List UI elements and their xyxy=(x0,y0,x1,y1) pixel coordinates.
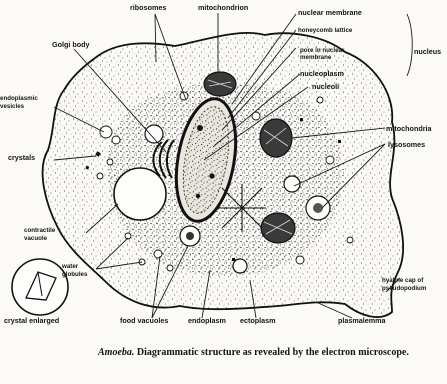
label-crystals: crystals xyxy=(8,153,35,162)
crystal-enlarged-inset xyxy=(12,259,68,315)
label-nucleoli: nucleoli xyxy=(312,82,339,91)
label-nucleoplasm: nucleoplasm xyxy=(300,69,344,78)
mitochondrion-right xyxy=(260,119,292,157)
caption-text: Diagrammatic structure as revealed by th… xyxy=(134,347,408,358)
label-endoplasm: endoplasm xyxy=(188,316,226,325)
mitochondrion-top xyxy=(204,72,236,96)
label-lysosomes: lysosomes xyxy=(388,140,425,149)
label-nuclear-membrane: nuclear membrane xyxy=(298,8,362,17)
mitochondrion-lower xyxy=(261,213,295,243)
label-ectoplasm: ectoplasm xyxy=(240,316,276,325)
label-golgi-body: Golgi body xyxy=(52,40,90,49)
figure-caption: Amoeba. Diagrammatic structure as reveal… xyxy=(98,346,438,359)
label-mitochondrion: mitochondrion xyxy=(198,3,248,12)
label-honeycomb-lattice: honeycomb lattice xyxy=(298,27,353,34)
label-plasmalemma: plasmalemma xyxy=(338,316,387,325)
label-mitochondria: mitochondria xyxy=(386,124,433,133)
label-nucleus: nucleus xyxy=(414,47,441,56)
radiating-body xyxy=(218,184,266,232)
label-crystal-enlarged: crystal enlarged xyxy=(4,316,59,325)
label-ribosomes: ribosomes xyxy=(130,3,166,12)
caption-species: Amoeba. xyxy=(98,347,134,358)
label-food-vacuoles: food vacuoles xyxy=(120,316,168,325)
contractile-vacuole-shape xyxy=(114,168,166,220)
